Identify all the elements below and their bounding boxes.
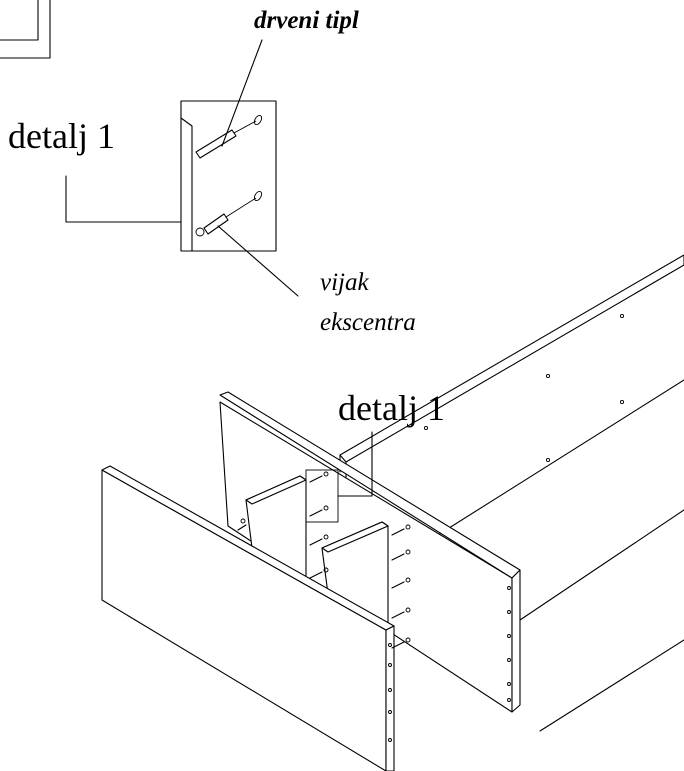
screw-label-line1: vijak <box>320 269 369 296</box>
dowel-label: drveni tipl <box>254 7 359 34</box>
detail-callout-box <box>305 431 373 523</box>
shelf-left <box>245 475 307 581</box>
screw-label-line2: ekscentra <box>320 309 416 336</box>
detail-label-assembly: detalj 1 <box>338 388 445 428</box>
back-panel <box>339 254 684 732</box>
previous-detail-fragment <box>0 0 51 59</box>
fasteners <box>237 471 411 649</box>
shelf-right <box>321 521 389 627</box>
detail-inset <box>65 39 299 297</box>
detail-label-top: detalj 1 <box>8 116 115 156</box>
front-panel <box>101 465 395 771</box>
